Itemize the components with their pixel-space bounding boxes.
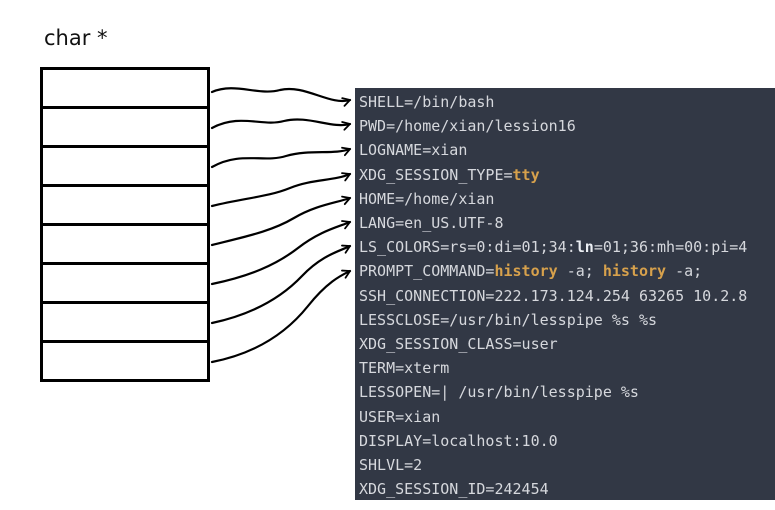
terminal-line: USER=xian bbox=[359, 405, 775, 429]
pointer-array bbox=[40, 67, 210, 382]
terminal-text-segment: TERM=xterm bbox=[359, 359, 450, 378]
terminal-text-segment: history bbox=[602, 262, 667, 281]
terminal-text-segment: SHLVL=2 bbox=[359, 456, 423, 475]
terminal-text-segment: tty bbox=[512, 165, 540, 184]
terminal-text-segment: history bbox=[494, 262, 558, 281]
pointer-arrow bbox=[210, 269, 352, 364]
pointer-arrow bbox=[210, 195, 352, 247]
terminal-line: PWD=/home/xian/lession16 bbox=[359, 114, 775, 138]
terminal-line: XDG_SESSION_TYPE=tty bbox=[359, 163, 775, 187]
pointer-arrow bbox=[210, 172, 352, 208]
terminal-text-segment: XDG_SESSION_TYPE= bbox=[359, 165, 513, 184]
terminal-line: SSH_CONNECTION=222.173.124.254 63265 10.… bbox=[359, 284, 775, 308]
array-cell bbox=[40, 262, 210, 304]
terminal-line: XDG_SESSION_ID=242454 bbox=[359, 477, 775, 500]
terminal-text-segment: ln bbox=[575, 238, 594, 257]
terminal-text-segment: SHELL=/bin/bash bbox=[359, 93, 495, 111]
terminal-text-segment: DISPLAY=localhost:10.0 bbox=[359, 431, 558, 450]
pointer-arrow bbox=[210, 220, 352, 286]
terminal-text-segment: PWD=/home/xian/lession16 bbox=[359, 117, 576, 136]
terminal-text-segment: -a; bbox=[666, 262, 703, 281]
terminal-text-segment: XDG_SESSION_CLASS=user bbox=[359, 335, 558, 354]
terminal-text-segment: LOGNAME=xian bbox=[359, 141, 468, 160]
pointer-arrow bbox=[210, 244, 352, 325]
terminal-text-segment: LANG=en_US.UTF-8 bbox=[359, 214, 504, 233]
pointer-arrow bbox=[210, 146, 352, 169]
page-title: char * bbox=[44, 26, 108, 50]
terminal-text-segment: XDG_SESSION_ID=242454 bbox=[359, 480, 549, 499]
pointer-arrow bbox=[210, 87, 352, 107]
terminal-text-segment: PROMPT_COMMAND= bbox=[359, 262, 495, 281]
terminal-line: LANG=en_US.UTF-8 bbox=[359, 211, 775, 235]
terminal-line: LESSOPEN=| /usr/bin/lesspipe %s bbox=[359, 380, 775, 404]
terminal-line: SHLVL=2 bbox=[359, 453, 775, 477]
array-cell bbox=[40, 340, 210, 382]
array-cell bbox=[40, 223, 210, 265]
array-cell bbox=[40, 301, 210, 343]
array-cell bbox=[40, 184, 210, 226]
array-cell bbox=[40, 67, 210, 109]
terminal-text-segment: USER=xian bbox=[359, 407, 441, 426]
terminal-text-segment: -a; bbox=[557, 262, 603, 281]
terminal-text-segment: SSH_CONNECTION=222.173.124.254 63265 10.… bbox=[359, 286, 748, 305]
terminal-text-segment: LESSCLOSE=/usr/bin/lesspipe %s %s bbox=[359, 310, 658, 329]
terminal-text-segment: =01;36:mh=00:pi=4 bbox=[593, 238, 748, 257]
array-cell bbox=[40, 145, 210, 187]
terminal-line: LS_COLORS=rs=0:di=01;34:ln=01;36:mh=00:p… bbox=[359, 235, 775, 259]
terminal-line: SHELL=/bin/bash bbox=[359, 90, 775, 114]
terminal-text-segment: HOME=/home/xian bbox=[359, 189, 495, 208]
pointer-arrow bbox=[210, 118, 352, 131]
terminal-text-segment: LESSOPEN=| /usr/bin/lesspipe %s bbox=[359, 383, 639, 402]
terminal-line: XDG_SESSION_CLASS=user bbox=[359, 332, 775, 356]
array-cell bbox=[40, 106, 210, 148]
terminal-text-segment: LS_COLORS=rs=0:di=01;34: bbox=[359, 238, 576, 257]
terminal-line: TERM=xterm bbox=[359, 356, 775, 380]
terminal-line: LOGNAME=xian bbox=[359, 138, 775, 162]
terminal-line: PROMPT_COMMAND=history -a; history -a; bbox=[359, 259, 775, 283]
terminal-line: DISPLAY=localhost:10.0 bbox=[359, 429, 775, 453]
terminal-line: HOME=/home/xian bbox=[359, 187, 775, 211]
terminal-line: LESSCLOSE=/usr/bin/lesspipe %s %s bbox=[359, 308, 775, 332]
